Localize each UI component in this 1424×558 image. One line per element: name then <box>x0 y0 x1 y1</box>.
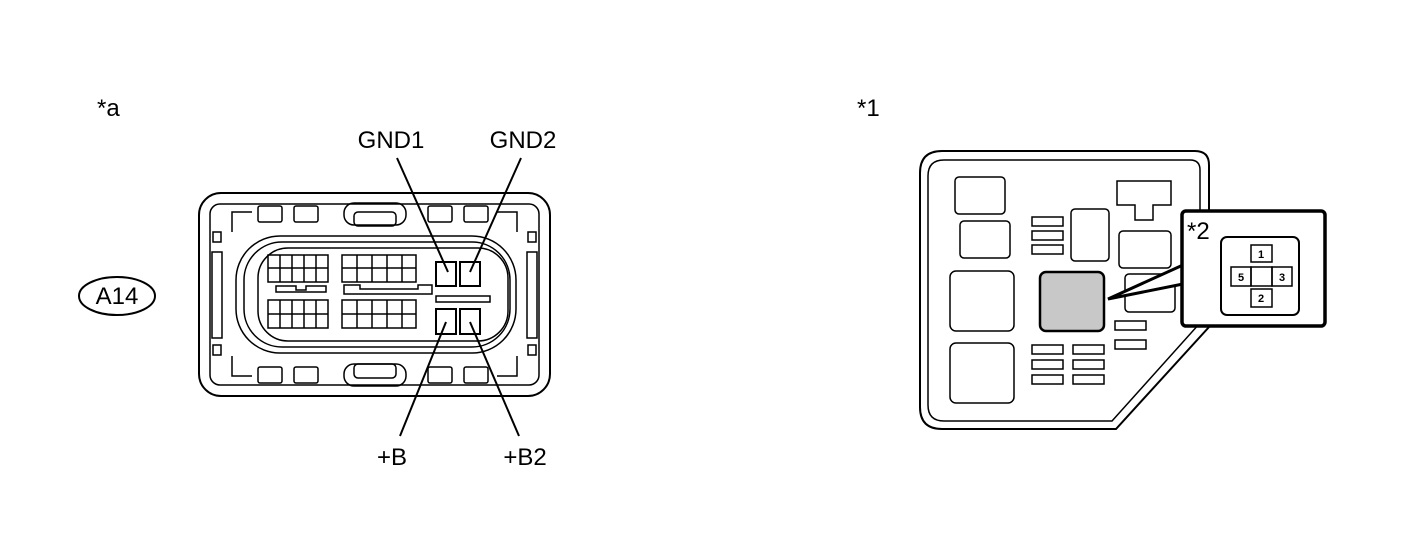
left-guide-notch <box>212 231 222 243</box>
fuse <box>1031 359 1064 370</box>
bottom-rail <box>231 356 518 377</box>
relay-block-outer <box>919 150 1210 430</box>
fuse <box>1031 216 1064 227</box>
left-side-guide <box>211 251 223 339</box>
bottom-latch-tab <box>257 366 283 384</box>
mating-face-outer <box>235 235 517 354</box>
fuse <box>1031 374 1064 385</box>
fuse <box>1031 244 1064 255</box>
right-guide-notch <box>527 344 537 356</box>
relay-slot <box>1118 230 1172 269</box>
left-guide-notch <box>212 344 222 356</box>
bottom-latch-tab <box>463 366 489 384</box>
bottom-center-key-inner <box>353 363 397 379</box>
right-guide-notch <box>527 231 537 243</box>
relay-slot-keyed <box>1116 180 1172 221</box>
figure-marker-a: *a <box>97 95 120 122</box>
cavity-block-bottom-right <box>341 299 417 329</box>
relay-slot <box>949 342 1015 404</box>
relay-slot <box>954 176 1006 215</box>
inset-marker-2: *2 <box>1187 218 1210 245</box>
top-latch-tab <box>293 205 319 223</box>
cavity-block-bottom-left <box>267 299 329 329</box>
highlighted-relay <box>1038 270 1106 333</box>
fuse <box>1114 339 1147 350</box>
pin-label-1: 1 <box>1258 249 1264 261</box>
connector-figure: *a A14 <box>78 95 557 471</box>
figure-marker-1: *1 <box>857 95 880 122</box>
top-latch-tab <box>463 205 489 223</box>
terminal-label-gnd1: GND1 <box>358 127 425 154</box>
terminal-plus-b <box>435 308 457 335</box>
fuse <box>1072 359 1105 370</box>
cavity-block-top-right <box>341 254 417 283</box>
right-side-guide <box>526 251 538 339</box>
terminal-gnd1 <box>435 261 457 287</box>
relay-slot <box>959 220 1011 259</box>
terminal-plus-b2 <box>459 308 481 335</box>
pin-cell-1 <box>1250 244 1273 263</box>
connector-code-oval <box>78 276 156 316</box>
terminal-label-gnd2: GND2 <box>490 127 557 154</box>
fuse <box>1072 344 1105 355</box>
connector-code-label: A14 <box>96 283 139 310</box>
connector-housing-inner <box>209 203 540 386</box>
inset-callout-box <box>1180 209 1327 328</box>
pin-cell-3 <box>1271 266 1293 287</box>
connector-housing-outer <box>198 192 551 397</box>
top-center-key <box>343 202 407 226</box>
callout-pointer <box>1107 263 1184 301</box>
cavity-block-top-left <box>267 254 329 283</box>
cavity-separator <box>275 284 491 303</box>
leader-line-plus-b2 <box>469 321 520 437</box>
fuse <box>1072 374 1105 385</box>
relay-slot <box>949 270 1015 332</box>
relay-slot <box>1070 208 1110 262</box>
bottom-latch-tab <box>427 366 453 384</box>
leader-line-gnd2 <box>469 157 522 273</box>
leader-line-gnd1 <box>396 157 449 273</box>
top-latch-tab <box>257 205 283 223</box>
fuse <box>1031 230 1064 241</box>
pin-label-2: 2 <box>1258 293 1264 305</box>
pin-label-3: 3 <box>1279 272 1285 284</box>
leader-line-plus-b <box>399 321 447 437</box>
mating-face-inner <box>243 241 511 348</box>
top-center-key-inner <box>353 211 397 227</box>
terminal-gnd2 <box>459 261 481 287</box>
terminal-label-plus-b: +B <box>377 444 407 471</box>
top-latch-tab <box>427 205 453 223</box>
relay-block-inner <box>927 159 1201 422</box>
bottom-latch-tab <box>293 366 319 384</box>
relay-block-figure: *1 *2 <box>857 95 1327 430</box>
pin-cell-2 <box>1250 288 1273 308</box>
pin-label-5: 5 <box>1238 272 1244 284</box>
fuse <box>1031 344 1064 355</box>
fuse <box>1114 320 1147 331</box>
pin-layout-frame <box>1220 236 1300 316</box>
top-rail <box>231 211 518 232</box>
mating-face-core <box>257 247 509 342</box>
terminal-label-plus-b2: +B2 <box>503 444 546 471</box>
